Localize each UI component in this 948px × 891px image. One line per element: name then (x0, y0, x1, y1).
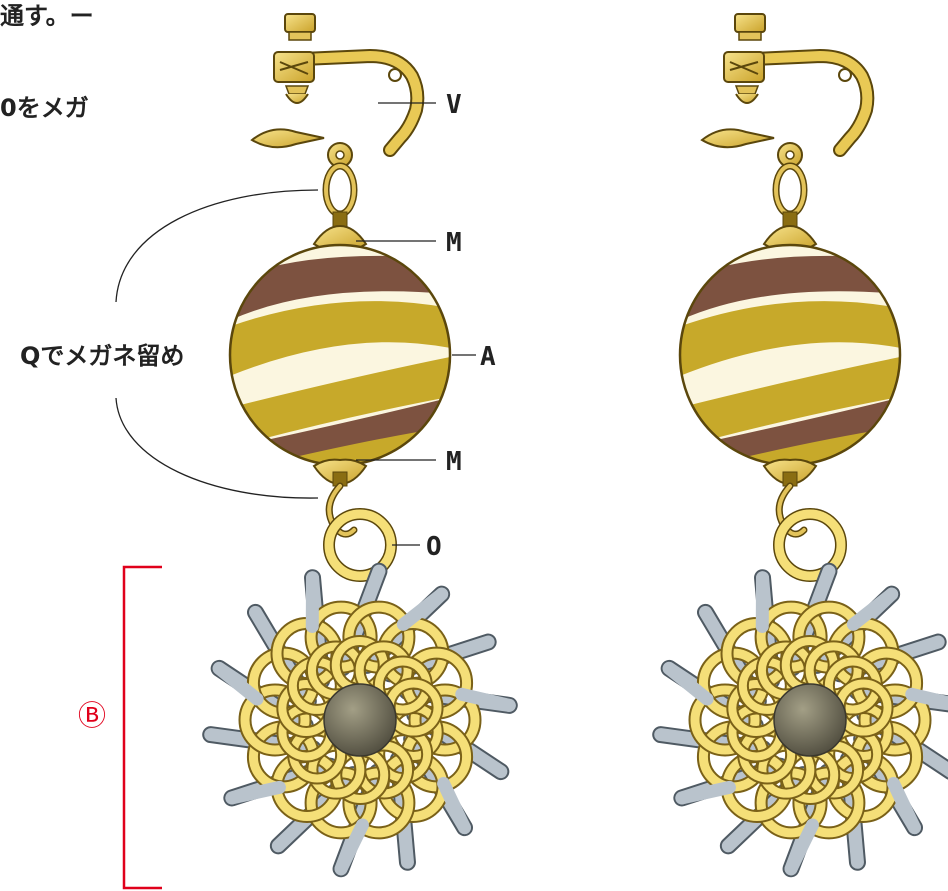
label-O: O (426, 532, 442, 562)
section-mark: Ⓑ (78, 699, 106, 732)
top-note-2: 0をメガ (0, 94, 89, 122)
label-V: V (446, 90, 462, 120)
label-A: A (480, 342, 496, 372)
label-M-top: M (446, 228, 462, 258)
earring-right (661, 14, 948, 869)
glasses-bracket-curve (115, 189, 319, 499)
glasses-note: Qでメガネ留め (20, 342, 184, 370)
top-note-1: 通す。ー (0, 2, 94, 30)
section-bracket (122, 565, 162, 890)
label-M-bottom: M (446, 447, 462, 477)
earring-left (211, 14, 510, 869)
